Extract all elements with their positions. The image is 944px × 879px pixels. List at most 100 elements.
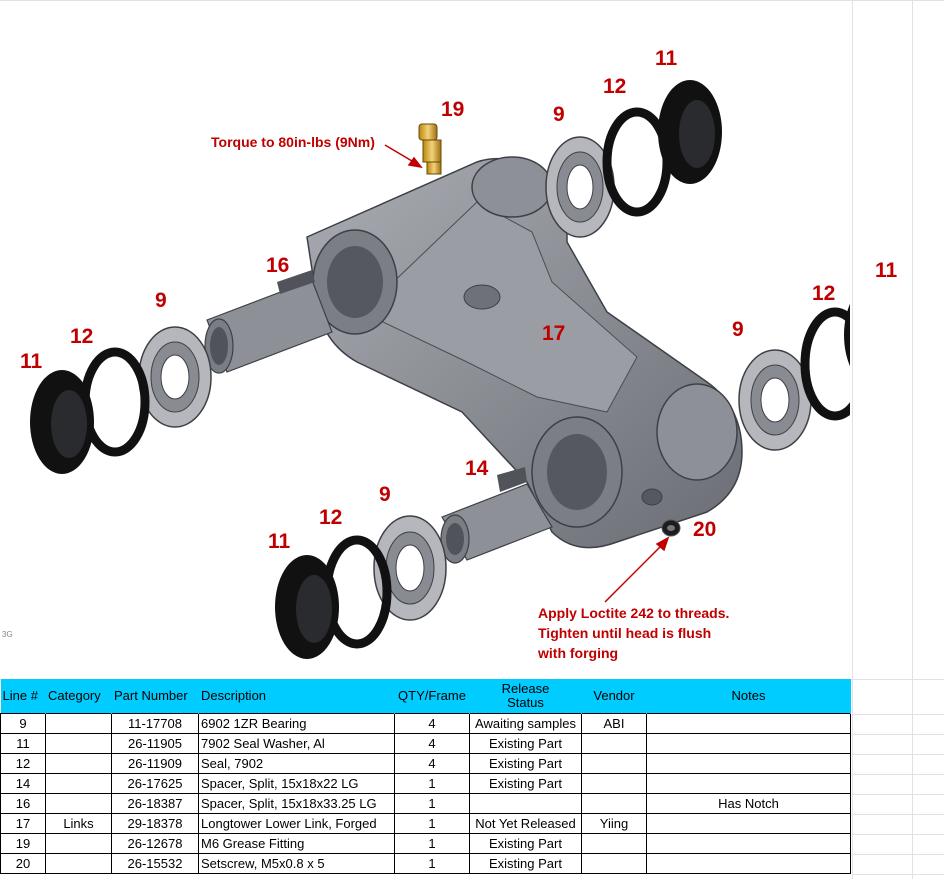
table-cell-category[interactable]: Links <box>45 813 112 834</box>
table-cell-status[interactable]: Existing Part <box>469 853 582 874</box>
callout-19: 19 <box>441 98 465 121</box>
header-release-line-2: Status <box>507 695 544 710</box>
header-vendor[interactable]: Vendor <box>581 679 647 714</box>
table-cell-qty[interactable]: 4 <box>394 753 470 774</box>
table-cell-desc[interactable]: Spacer, Split, 15x18x33.25 LG <box>198 793 395 814</box>
callout-17: 17 <box>542 322 566 345</box>
table-cell-line[interactable]: 20 <box>0 853 46 874</box>
table-cell-part[interactable]: 26-17625 <box>111 773 199 794</box>
table-cell-category[interactable] <box>45 853 112 874</box>
callout-11-top-right: 11 <box>655 47 678 70</box>
table-cell-line[interactable]: 12 <box>0 753 46 774</box>
table-cell-qty[interactable]: 1 <box>394 813 470 834</box>
table-cell-notes[interactable] <box>646 773 851 794</box>
table-cell-vendor[interactable] <box>581 773 647 794</box>
seal-12-top-right <box>602 107 672 217</box>
callout-14: 14 <box>465 457 489 480</box>
header-line[interactable]: Line # <box>0 679 46 714</box>
table-cell-qty[interactable]: 1 <box>394 833 470 854</box>
table-cell-desc[interactable]: Setscrew, M5x0.8 x 5 <box>198 853 395 874</box>
table-cell-part[interactable]: 11-17708 <box>111 713 199 734</box>
table-cell-qty[interactable]: 1 <box>394 773 470 794</box>
header-description[interactable]: Description <box>198 679 395 714</box>
table-cell-qty[interactable]: 4 <box>394 733 470 754</box>
table-cell-category[interactable] <box>45 753 112 774</box>
table-cell-qty[interactable]: 1 <box>394 853 470 874</box>
table-cell-notes[interactable] <box>646 713 851 734</box>
callout-11-bottom: 11 <box>268 530 291 553</box>
table-cell-line[interactable]: 16 <box>0 793 46 814</box>
callout-12-right: 12 <box>812 282 836 305</box>
header-category[interactable]: Category <box>45 679 112 714</box>
table-cell-category[interactable] <box>45 713 112 734</box>
table-cell-part[interactable]: 26-11909 <box>111 753 199 774</box>
table-cell-status[interactable]: Awaiting samples <box>469 713 582 734</box>
table-cell-part[interactable]: 26-12678 <box>111 833 199 854</box>
loctite-note-line-2: Tighten until head is flush <box>538 625 712 641</box>
table-cell-notes[interactable] <box>646 833 851 854</box>
table-cell-desc[interactable]: Longtower Lower Link, Forged <box>198 813 395 834</box>
table-cell-status[interactable]: Existing Part <box>469 733 582 754</box>
bearing-9-top-right <box>545 136 615 238</box>
table-cell-desc[interactable]: 6902 1ZR Bearing <box>198 713 395 734</box>
header-part-number[interactable]: Part Number <box>111 679 199 714</box>
table-cell-desc[interactable]: Spacer, Split, 15x18x22 LG <box>198 773 395 794</box>
bill-of-materials-table: Line # Category Part Number Description … <box>0 679 851 874</box>
table-cell-category[interactable] <box>45 733 112 754</box>
table-cell-line[interactable]: 9 <box>0 713 46 734</box>
table-cell-vendor[interactable] <box>581 793 647 814</box>
table-cell-status[interactable] <box>469 793 582 814</box>
callout-9-left: 9 <box>155 289 167 312</box>
table-cell-category[interactable] <box>45 793 112 814</box>
table-cell-part[interactable]: 26-18387 <box>111 793 199 814</box>
table-cell-status[interactable]: Existing Part <box>469 773 582 794</box>
header-qty[interactable]: QTY/Frame <box>394 679 470 714</box>
callout-9-bottom: 9 <box>379 483 391 506</box>
table-cell-notes[interactable] <box>646 853 851 874</box>
table-cell-line[interactable]: 14 <box>0 773 46 794</box>
loctite-note-line-3: with forging <box>538 645 619 661</box>
table-cell-desc[interactable]: Seal, 7902 <box>198 753 395 774</box>
table-cell-status[interactable]: Existing Part <box>469 833 582 854</box>
callout-16: 16 <box>266 254 290 277</box>
table-cell-desc[interactable]: 7902 Seal Washer, Al <box>198 733 395 754</box>
table-cell-vendor[interactable]: ABI <box>581 713 647 734</box>
seal-washer-11-right <box>844 303 850 367</box>
table-cell-desc[interactable]: M6 Grease Fitting <box>198 833 395 854</box>
table-cell-status[interactable]: Not Yet Released <box>469 813 582 834</box>
table-cell-part[interactable]: 26-11905 <box>111 733 199 754</box>
table-cell-category[interactable] <box>45 833 112 854</box>
table-cell-part[interactable]: 29-18378 <box>111 813 199 834</box>
loctite-note-line-1: Apply Loctite 242 to threads. <box>538 605 730 621</box>
torque-note: Torque to 80in-lbs (9Nm) <box>211 134 375 150</box>
lower-link-forging <box>306 156 743 549</box>
torque-leader-arrow <box>384 144 423 169</box>
table-cell-vendor[interactable] <box>581 833 647 854</box>
loctite-leader-arrow <box>604 536 670 603</box>
table-cell-vendor[interactable]: Yiing <box>581 813 647 834</box>
table-cell-notes[interactable]: Has Notch <box>646 793 851 814</box>
table-cell-status[interactable]: Existing Part <box>469 753 582 774</box>
table-cell-vendor[interactable] <box>581 753 647 774</box>
table-cell-qty[interactable]: 1 <box>394 793 470 814</box>
table-cell-vendor[interactable] <box>581 733 647 754</box>
table-cell-line[interactable]: 17 <box>0 813 46 834</box>
table-cell-vendor[interactable] <box>581 853 647 874</box>
setscrew-20 <box>661 519 681 537</box>
table-cell-line[interactable]: 11 <box>0 733 46 754</box>
table-cell-notes[interactable] <box>646 813 851 834</box>
table-header-row: Line # Category Part Number Description … <box>0 679 851 714</box>
table-cell-notes[interactable] <box>646 753 851 774</box>
callout-12-bottom: 12 <box>319 506 343 529</box>
table-cell-part[interactable]: 26-15532 <box>111 853 199 874</box>
sheet-tag: 3G <box>2 630 13 639</box>
table-cell-notes[interactable] <box>646 733 851 754</box>
table-cell-qty[interactable]: 4 <box>394 713 470 734</box>
table-cell-category[interactable] <box>45 773 112 794</box>
exploded-assembly-drawing <box>7 12 850 664</box>
header-notes[interactable]: Notes <box>646 679 851 714</box>
table-cell-line[interactable]: 19 <box>0 833 46 854</box>
